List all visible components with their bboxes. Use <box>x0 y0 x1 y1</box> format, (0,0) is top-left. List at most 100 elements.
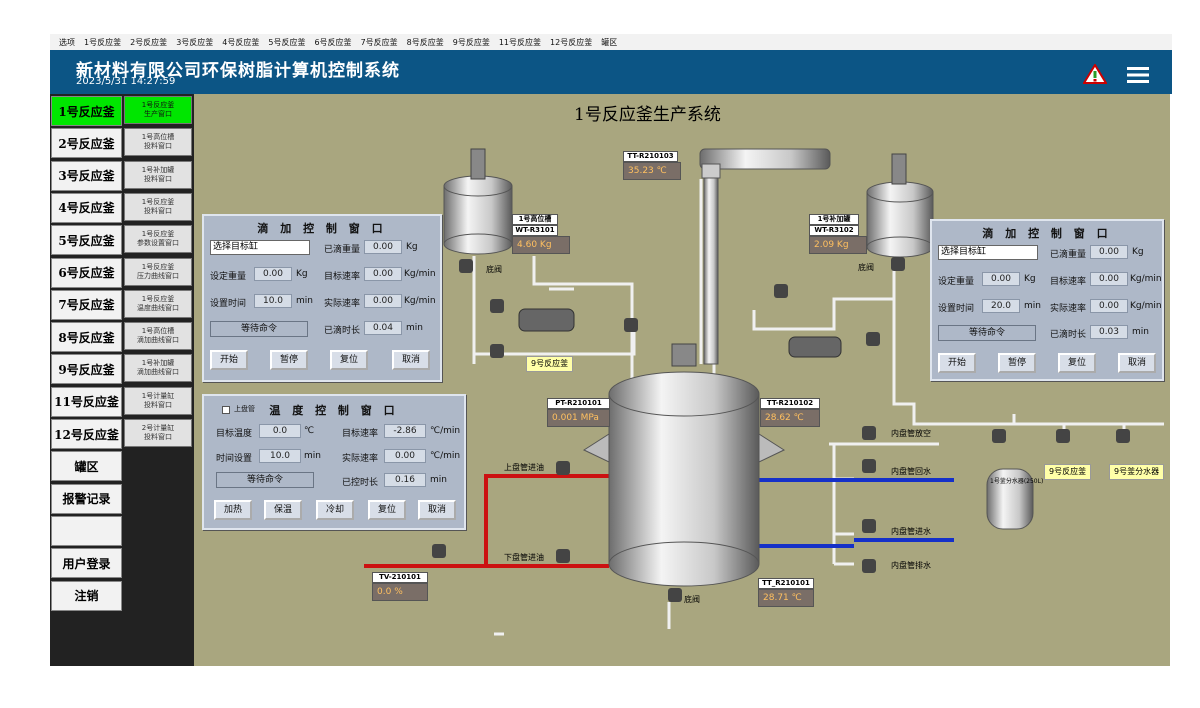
sidebar-item[interactable]: 4号反应釜 <box>51 192 122 223</box>
valve-vent[interactable] <box>862 426 876 440</box>
subnav-item[interactable]: 1号计量缸 投料窗口 <box>124 386 192 415</box>
hamburger-icon[interactable] <box>1127 66 1149 84</box>
drip-left-set-time[interactable]: 10.0 <box>254 294 292 308</box>
sidebar-item[interactable]: 8号反应釜 <box>51 322 122 353</box>
tv101-unit: % <box>394 587 403 597</box>
valve-return[interactable] <box>862 459 876 473</box>
drip-right-added: 0.00 <box>1090 245 1128 259</box>
menu-item[interactable]: 9号反应釜 <box>452 37 490 47</box>
sidebar-item[interactable]: 5号反应釜 <box>51 225 122 256</box>
valve-lower-oil[interactable] <box>556 549 570 563</box>
temp-cancel-button[interactable]: 取消 <box>418 500 456 520</box>
subnav-item[interactable]: 1号高位槽 滴加曲线窗口 <box>124 322 192 351</box>
drip-left-set-weight[interactable]: 0.00 <box>254 267 292 281</box>
subnav-item[interactable]: 1号反应釜 生产窗口 <box>124 96 192 124</box>
subnav-item[interactable]: 1号反应釜 投料窗口 <box>124 192 192 221</box>
sidebar-item[interactable]: 注销 <box>51 580 122 611</box>
drip-left-select[interactable]: 选择目标缸 <box>210 240 310 255</box>
valve-upper-oil[interactable] <box>556 461 570 475</box>
drip-right-cancel-button[interactable]: 取消 <box>1118 353 1156 373</box>
menu-item[interactable]: 3号反应釜 <box>176 37 214 47</box>
valve-9-reactor[interactable] <box>1056 429 1070 443</box>
temp-reset-button[interactable]: 复位 <box>368 500 406 520</box>
drip-left-elapsed-unit: min <box>406 323 423 333</box>
menu-item[interactable]: 12号反应釜 <box>550 37 593 47</box>
menu-item[interactable]: 5号反应釜 <box>268 37 306 47</box>
valve-tv101[interactable] <box>432 544 446 558</box>
subnav-item[interactable]: 1号高位槽 投料窗口 <box>124 128 192 157</box>
valve-9-separator[interactable] <box>1116 429 1130 443</box>
menu-item[interactable]: 2号反应釜 <box>130 37 168 47</box>
drip-right-reset-button[interactable]: 复位 <box>1058 353 1096 373</box>
valve-supp-tank-bottom[interactable] <box>891 257 905 271</box>
drip-left-reset-button[interactable]: 复位 <box>330 350 368 370</box>
sidebar-item[interactable]: 报警记录 <box>51 483 122 514</box>
high-tank-value: 4.60 <box>517 240 538 250</box>
sidebar-item[interactable]: 11号反应釜 <box>51 386 122 417</box>
subnav-item[interactable]: 1号反应釜 温度曲线窗口 <box>124 289 192 318</box>
upper-coil-checkbox[interactable] <box>222 406 230 414</box>
drip-right-set-weight-label: 设定重量 <box>938 277 975 287</box>
drip-left-actual-rate: 0.00 <box>364 294 402 308</box>
drip-right-set-time-label: 设置时间 <box>938 304 975 314</box>
valve-high-tank-bottom[interactable] <box>459 259 473 273</box>
sidebar-item[interactable]: 3号反应釜 <box>51 160 122 191</box>
drip-right-start-button[interactable]: 开始 <box>938 353 976 373</box>
drip-left-set-time-label: 设置时间 <box>210 299 247 309</box>
supp-tank-readout: 2.09 Kg <box>809 236 867 254</box>
cool-button[interactable]: 冷却 <box>316 500 354 520</box>
sidebar-item[interactable]: 9号反应釜 <box>51 354 122 385</box>
valve-drain[interactable] <box>862 559 876 573</box>
menu-item[interactable]: 7号反应釜 <box>360 37 398 47</box>
valve-reactor-bottom[interactable] <box>668 588 682 602</box>
menu-item[interactable]: 6号反应釜 <box>314 37 352 47</box>
drip-right-select[interactable]: 选择目标缸 <box>938 245 1038 260</box>
menu-item[interactable]: 8号反应釜 <box>406 37 444 47</box>
subnav-item[interactable]: 1号补加罐 滴加曲线窗口 <box>124 354 192 383</box>
drip-right-target-rate-unit: Kg/min <box>1130 274 1162 284</box>
drip-right-set-weight[interactable]: 0.00 <box>982 272 1020 286</box>
sidebar-item[interactable]: 用户登录 <box>51 548 122 579</box>
menu-item[interactable]: 4号反应釜 <box>222 37 260 47</box>
valve-to-9[interactable] <box>490 344 504 358</box>
valve-pump-2-in[interactable] <box>774 284 788 298</box>
sidebar-item[interactable]: 12号反应釜 <box>51 419 122 449</box>
sidebar-item[interactable]: 2号反应釜 <box>51 128 122 159</box>
subnav-item[interactable]: 1号反应釜 压力曲线窗口 <box>124 257 192 286</box>
sidebar-item[interactable]: 1号反应釜 <box>51 96 122 126</box>
tt103-readout: 35.23 ℃ <box>623 162 681 180</box>
sidebar-item[interactable]: 罐区 <box>51 451 122 482</box>
menu-item[interactable]: 罐区 <box>601 37 618 47</box>
warning-icon[interactable] <box>1083 64 1107 84</box>
pt101-value: 0.001 <box>552 413 578 423</box>
drip-right-actual-rate-label: 实际速率 <box>1050 304 1087 314</box>
valve-in-water[interactable] <box>862 519 876 533</box>
sidebar-item[interactable]: 6号反应釜 <box>51 257 122 288</box>
drip-left-pause-button[interactable]: 暂停 <box>270 350 308 370</box>
sidebar-item[interactable]: 7号反应釜 <box>51 289 122 320</box>
valve-separator[interactable] <box>992 429 1006 443</box>
subnav-item[interactable]: 1号反应釜 参数设置窗口 <box>124 225 192 254</box>
drip-right-set-time[interactable]: 20.0 <box>982 299 1020 313</box>
drip-right-pause-button[interactable]: 暂停 <box>998 353 1036 373</box>
heat-button[interactable]: 加热 <box>214 500 252 520</box>
drip-left-target-rate-label: 目标速率 <box>324 272 361 282</box>
menu-item[interactable]: 选项 <box>59 37 75 47</box>
tt102-readout: 28.62 ℃ <box>760 409 820 427</box>
valve-pump-1-out[interactable] <box>624 318 638 332</box>
drip-left-cancel-button[interactable]: 取消 <box>392 350 430 370</box>
time-setting[interactable]: 10.0 <box>259 449 301 463</box>
menu-item[interactable]: 1号反应釜 <box>84 37 122 47</box>
sidebar-item[interactable] <box>51 515 122 546</box>
valve-pump-1-in[interactable] <box>490 299 504 313</box>
subnav-item[interactable]: 1号补加罐 投料窗口 <box>124 160 192 189</box>
hold-button[interactable]: 保温 <box>264 500 302 520</box>
drip-left-start-button[interactable]: 开始 <box>210 350 248 370</box>
tt102-unit: ℃ <box>793 413 804 423</box>
temp-control-panel: 上盘管 温 度 控 制 窗 口 目标温度 0.0 ℃ 目标速率 -2.86 ℃/… <box>202 394 466 530</box>
valve-pump-2-out[interactable] <box>866 332 880 346</box>
target-temp[interactable]: 0.0 <box>259 424 301 438</box>
subnav-item[interactable]: 2号计量缸 投料窗口 <box>124 419 192 447</box>
menu-item[interactable]: 11号反应釜 <box>498 37 542 47</box>
